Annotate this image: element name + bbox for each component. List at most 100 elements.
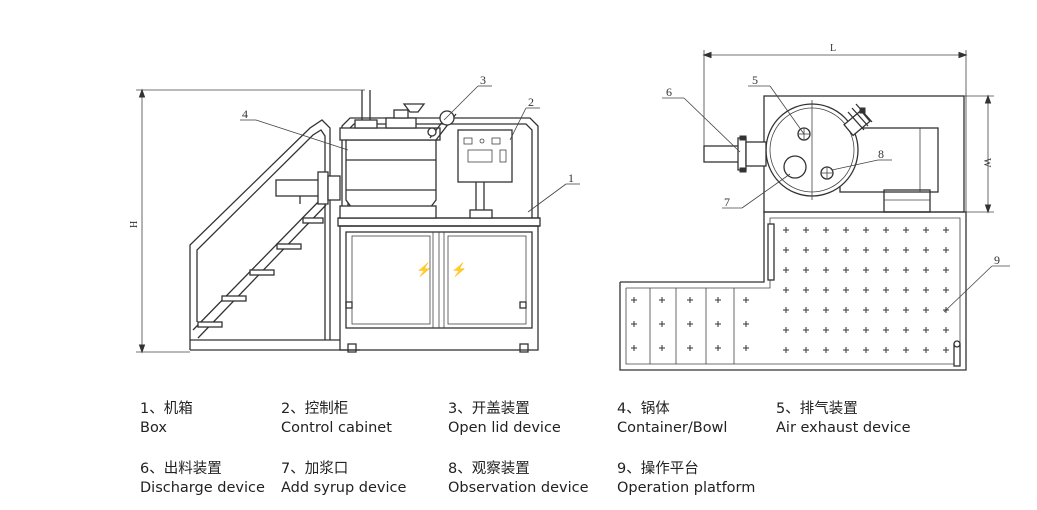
legend-item-8: 8、观察装置 Observation device [448,460,589,498]
platform-grid-mark [823,227,829,233]
platform-grid-mark [943,347,949,353]
platform-grid-mark [823,267,829,273]
platform-grid-mark [631,345,637,351]
platform-grid-mark [923,227,929,233]
side-view: H [129,73,580,354]
operation-platform [619,211,967,371]
platform-grid-mark [783,267,789,273]
legend-en: Air exhaust device [776,420,911,436]
platform-grid-mark [687,345,693,351]
length-dimension: L [702,43,968,370]
platform-grid-mark [943,327,949,333]
legend-item-9: 9、操作平台 Operation platform [617,460,755,498]
legend-item-6: 6、出料装置 Discharge device [140,460,265,498]
open-lid-device [427,110,457,141]
control-cabinet [457,129,513,219]
callout-3: 3 [443,73,492,121]
platform-grid-mark [783,347,789,353]
platform-grid-mark [943,267,949,273]
legend-en: Discharge device [140,480,265,496]
svg-text:⚡: ⚡ [451,262,467,278]
callout-5: 5 [748,73,805,135]
platform-grid-mark [743,321,749,327]
legend-zh: 9、操作平台 [617,461,699,477]
stairs [189,119,360,351]
platform-grid [631,227,949,353]
platform-grid-mark [803,267,809,273]
platform-grid-mark [863,267,869,273]
platform-grid-mark [883,347,889,353]
platform-grid-mark [903,307,909,313]
platform-grid-mark [903,267,909,273]
platform-grid-mark [715,297,721,303]
platform-grid-mark [843,227,849,233]
platform-grid-mark [687,321,693,327]
platform-grid-mark [715,345,721,351]
platform-grid-mark [803,327,809,333]
platform-grid-mark [883,247,889,253]
platform-grid-mark [823,347,829,353]
platform-grid-mark [843,287,849,293]
legend-en: Container/Bowl [617,420,728,436]
height-label: H [129,221,140,228]
legend-en: Box [140,420,167,436]
platform-grid-mark [823,307,829,313]
platform-grid-mark [883,307,889,313]
legend-zh: 2、控制柜 [281,401,349,417]
legend-item-4: 4、锅体 Container/Bowl [617,400,727,438]
callout-4: 4 [240,107,349,151]
legend-zh: 7、加浆口 [281,461,349,477]
platform-grid-mark [843,307,849,313]
callout-9: 9 [943,253,1010,313]
machine-box: ⚡ ⚡ [337,117,541,353]
platform-grid-mark [823,327,829,333]
legend-zh: 8、观察装置 [448,461,530,477]
platform-grid-mark [843,347,849,353]
platform-grid-mark [843,327,849,333]
callout-label-8: 8 [878,147,884,161]
callout-1: 1 [527,171,580,213]
platform-grid-mark [659,321,665,327]
callout-label-3: 3 [480,73,486,87]
legend-item-3: 3、开盖装置 Open lid device [448,400,561,438]
svg-text:⚡: ⚡ [416,262,432,278]
callout-label-6: 6 [666,85,672,99]
legend-en: Add syrup device [281,480,407,496]
platform-grid-mark [903,247,909,253]
platform-grid-mark [863,227,869,233]
callout-label-2: 2 [528,95,534,109]
platform-grid-mark [863,307,869,313]
platform-grid-mark [783,227,789,233]
platform-grid-mark [783,307,789,313]
platform-grid-mark [863,327,869,333]
platform-grid-mark [631,321,637,327]
platform-grid-mark [783,327,789,333]
platform-grid-mark [715,321,721,327]
legend-zh: 1、机箱 [140,401,193,417]
legend-zh: 3、开盖装置 [448,401,530,417]
platform-grid-mark [743,297,749,303]
callout-8: 8 [831,147,892,171]
machine-drawing: H [129,43,1010,371]
platform-grid-mark [631,297,637,303]
platform-grid-mark [923,347,929,353]
platform-grid-mark [903,327,909,333]
platform-grid-mark [843,267,849,273]
legend-zh: 4、锅体 [617,401,670,417]
platform-grid-mark [823,287,829,293]
top-view: L W [619,43,1010,371]
legend-item-1: 1、机箱 Box [140,400,193,438]
platform-grid-mark [803,227,809,233]
platform-grid-mark [923,247,929,253]
container-bowl [275,90,441,219]
platform-grid-mark [803,307,809,313]
platform-grid-mark [803,287,809,293]
platform-grid-mark [943,247,949,253]
platform-grid-mark [903,227,909,233]
platform-grid-mark [659,345,665,351]
callout-label-5: 5 [752,73,758,87]
platform-grid-mark [923,287,929,293]
legend-en: Operation platform [617,480,756,496]
platform-grid-mark [743,345,749,351]
platform-grid-mark [943,227,949,233]
